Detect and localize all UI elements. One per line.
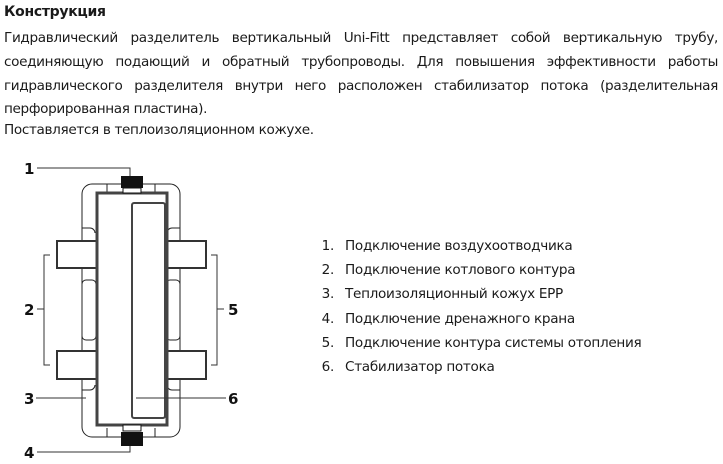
drain-connector (121, 432, 143, 446)
diagram-label-6: 6 (228, 390, 238, 408)
air-vent-connector (121, 176, 143, 188)
flow-stabilizer (131, 202, 166, 419)
item-number: 6. (321, 358, 335, 375)
diagram-label-2: 2 (24, 301, 34, 319)
section-title: Конструкция (4, 4, 106, 20)
component-legend: 1. Подключение воздухоотводчика 2. Подключ… (300, 238, 642, 383)
list-item: 6. Стабилизатор потока (300, 359, 641, 383)
diagram-label-4: 4 (24, 444, 34, 462)
item-number: 1. (321, 238, 335, 254)
diagram-label-3: 3 (24, 390, 34, 408)
list-item: 3. Теплоизоляционный кожух EPP (300, 286, 641, 310)
pipe-right-bottom (163, 350, 207, 380)
item-text: Стабилизатор потока (345, 358, 495, 375)
pipe-left-top (56, 240, 99, 269)
hydraulic-separator-diagram: 1 2 3 4 5 6 (24, 160, 238, 462)
item-text: Подключение котлового контура (345, 262, 576, 279)
description-paragraph: Гидравлический разделитель вертикальный … (4, 30, 718, 118)
diagram-label-5: 5 (228, 301, 238, 319)
item-number: 3. (321, 286, 335, 303)
item-number: 2. (321, 262, 335, 279)
pipe-left-bottom (56, 350, 99, 380)
item-number: 4. (321, 310, 335, 327)
item-text: Теплоизоляционный кожух EPP (345, 286, 563, 303)
list-item: 1. Подключение воздухоотводчика (300, 238, 641, 262)
item-text: Подключение дренажного крана (345, 310, 575, 327)
diagram-label-1: 1 (24, 160, 34, 178)
item-number: 5. (321, 334, 335, 351)
item-text: Подключение контура системы отопления (345, 334, 642, 351)
list-item: 2. Подключение котлового контура (300, 262, 641, 286)
item-text: Подключение воздухоотводчика (345, 238, 573, 254)
delivery-note: Поставляется в теплоизоляционном кожухе. (4, 122, 314, 138)
list-item: 4. Подключение дренажного крана (300, 311, 641, 335)
list-item: 5. Подключение контура системы отопления (300, 334, 642, 359)
pipe-right-top (163, 240, 207, 269)
